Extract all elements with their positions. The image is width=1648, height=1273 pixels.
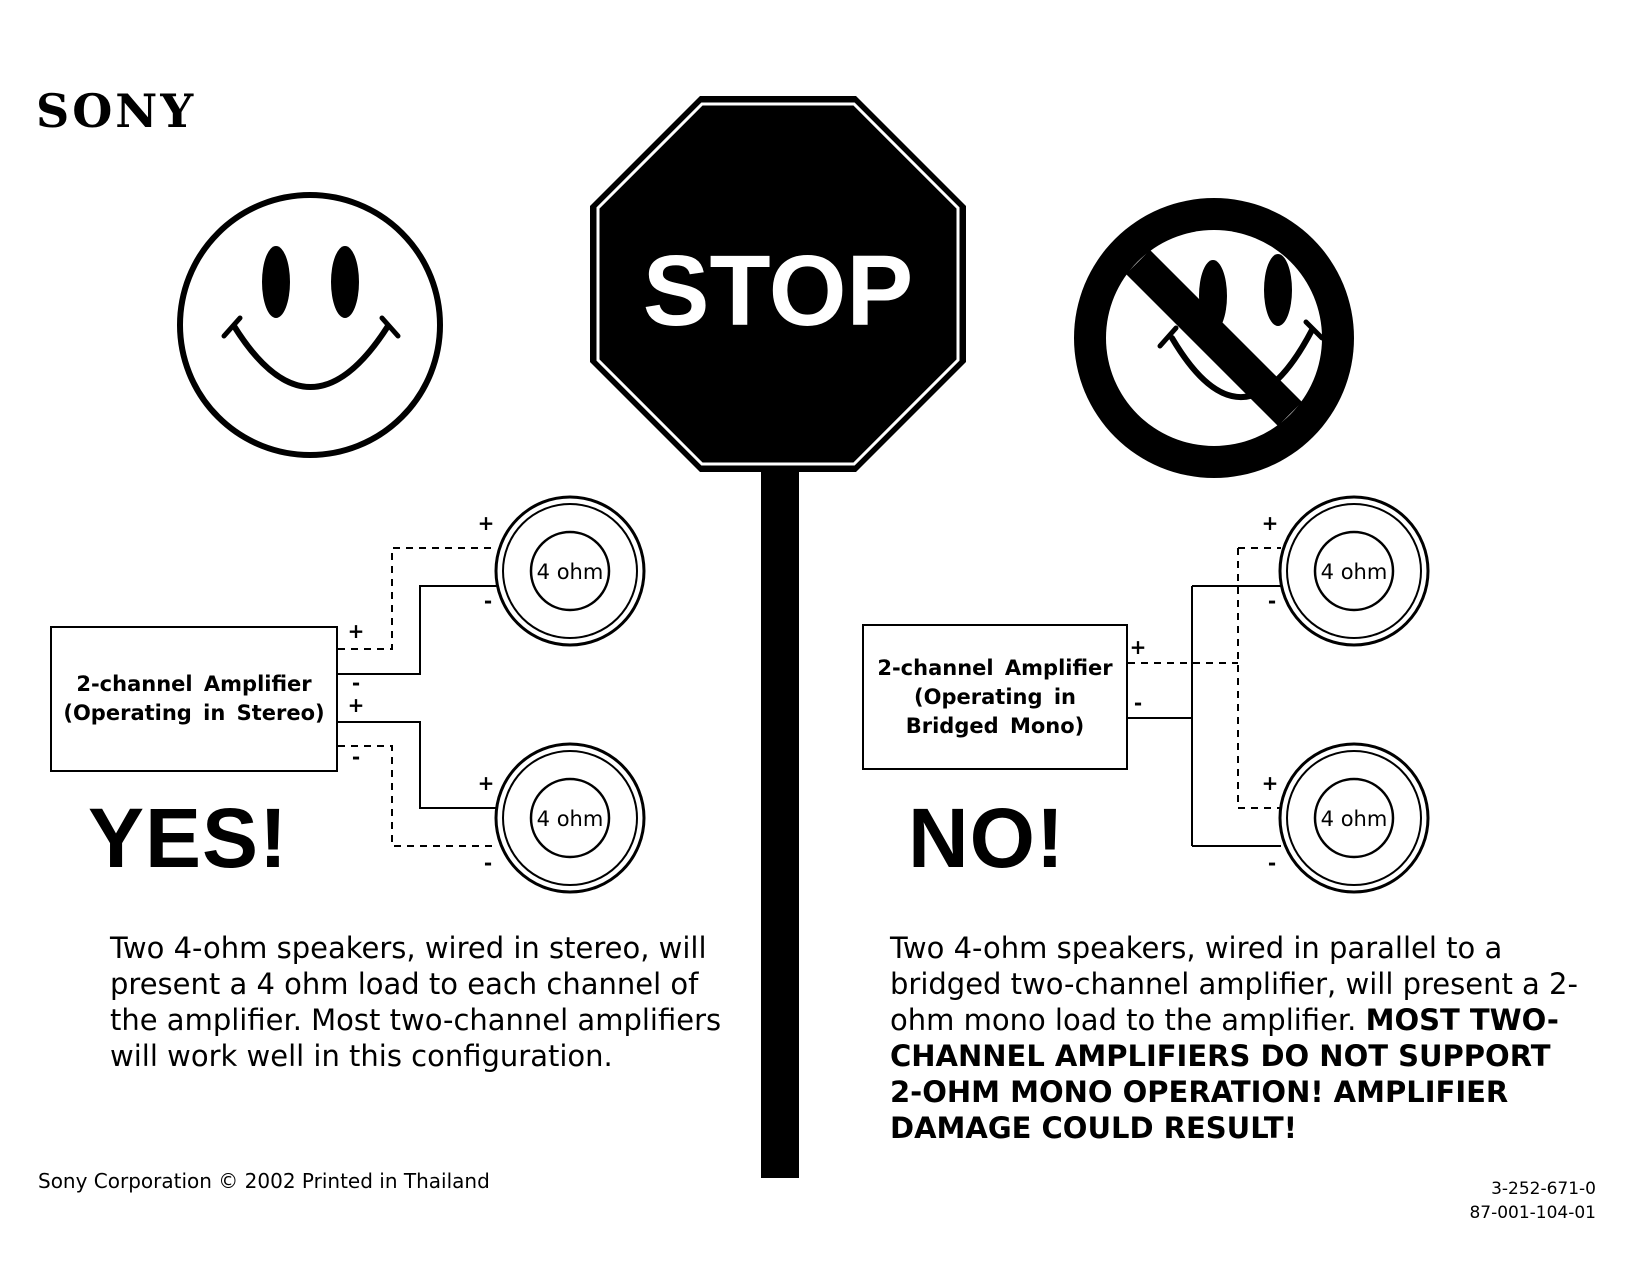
polarity-minus: - [1134,691,1142,715]
copyright-footer: Sony Corporation © 2002 Printed in Thail… [38,1169,490,1193]
speaker-label: 4 ohm [537,807,604,831]
speaker-right-bottom-icon [1278,742,1430,894]
happy-face-icon [177,192,443,458]
speaker-label: 4 ohm [1321,807,1388,831]
part-code: 3-252-671-0 [1491,1179,1596,1199]
damage-warning: MOST TWO-CHANNEL AMPLIFIERS DO NOT SUPPO… [890,1003,1559,1145]
polarity-minus: - [352,671,360,695]
bridged-description: Two 4-ohm speakers, wired in parallel to… [890,930,1590,1146]
polarity-plus: + [348,693,365,717]
speaker-right-top-icon [1278,495,1430,647]
amp-label-line: Bridged Mono) [905,713,1085,738]
stereo-description: Two 4-ohm speakers, wired in stereo, wil… [110,931,722,1073]
polarity-plus: + [348,619,365,643]
speaker-label: 4 ohm [537,560,604,584]
amp-label-line: (Operating in Stereo) [63,701,325,725]
amp-label-line: (Operating in [914,684,1076,709]
polarity-minus: - [352,745,360,769]
polarity-minus: - [1268,589,1276,613]
amp-label-line: 2-channel Amplifier [76,672,312,696]
part-code: 87-001-104-01 [1469,1203,1596,1223]
left-wiring-diagram [338,547,497,847]
amplifier-stereo-box: 2-channel Amplifier (Operating in Stereo… [50,626,338,772]
amp-label-line: 2-channel Amplifier [877,655,1113,680]
polarity-minus: - [1268,851,1276,875]
polarity-plus: + [1262,771,1279,795]
stop-sign-text: STOP [643,235,913,347]
right-wiring-diagram [1128,547,1281,847]
polarity-plus: + [478,511,495,535]
amplifier-bridged-box: 2-channel Amplifier (Operating in Bridge… [862,624,1128,770]
polarity-minus: - [484,589,492,613]
speaker-left-bottom-icon [494,742,646,894]
sony-logo: SONY [36,84,197,138]
prohibited-face-icon [1074,198,1354,478]
verdict-no: NO! [908,791,1065,885]
verdict-yes: YES! [88,791,289,885]
polarity-plus: + [478,771,495,795]
polarity-plus: + [1130,635,1147,659]
speaker-label: 4 ohm [1321,560,1388,584]
stop-sign-post [761,470,799,1178]
polarity-minus: - [484,851,492,875]
bridged-description-text: Two 4-ohm speakers, wired in parallel to… [890,931,1578,1037]
polarity-plus: + [1262,511,1279,535]
part-codes: 3-252-671-0 87-001-104-01 [1469,1177,1596,1225]
speaker-left-top-icon [494,495,646,647]
stop-sign-icon: STOP [590,96,966,1178]
